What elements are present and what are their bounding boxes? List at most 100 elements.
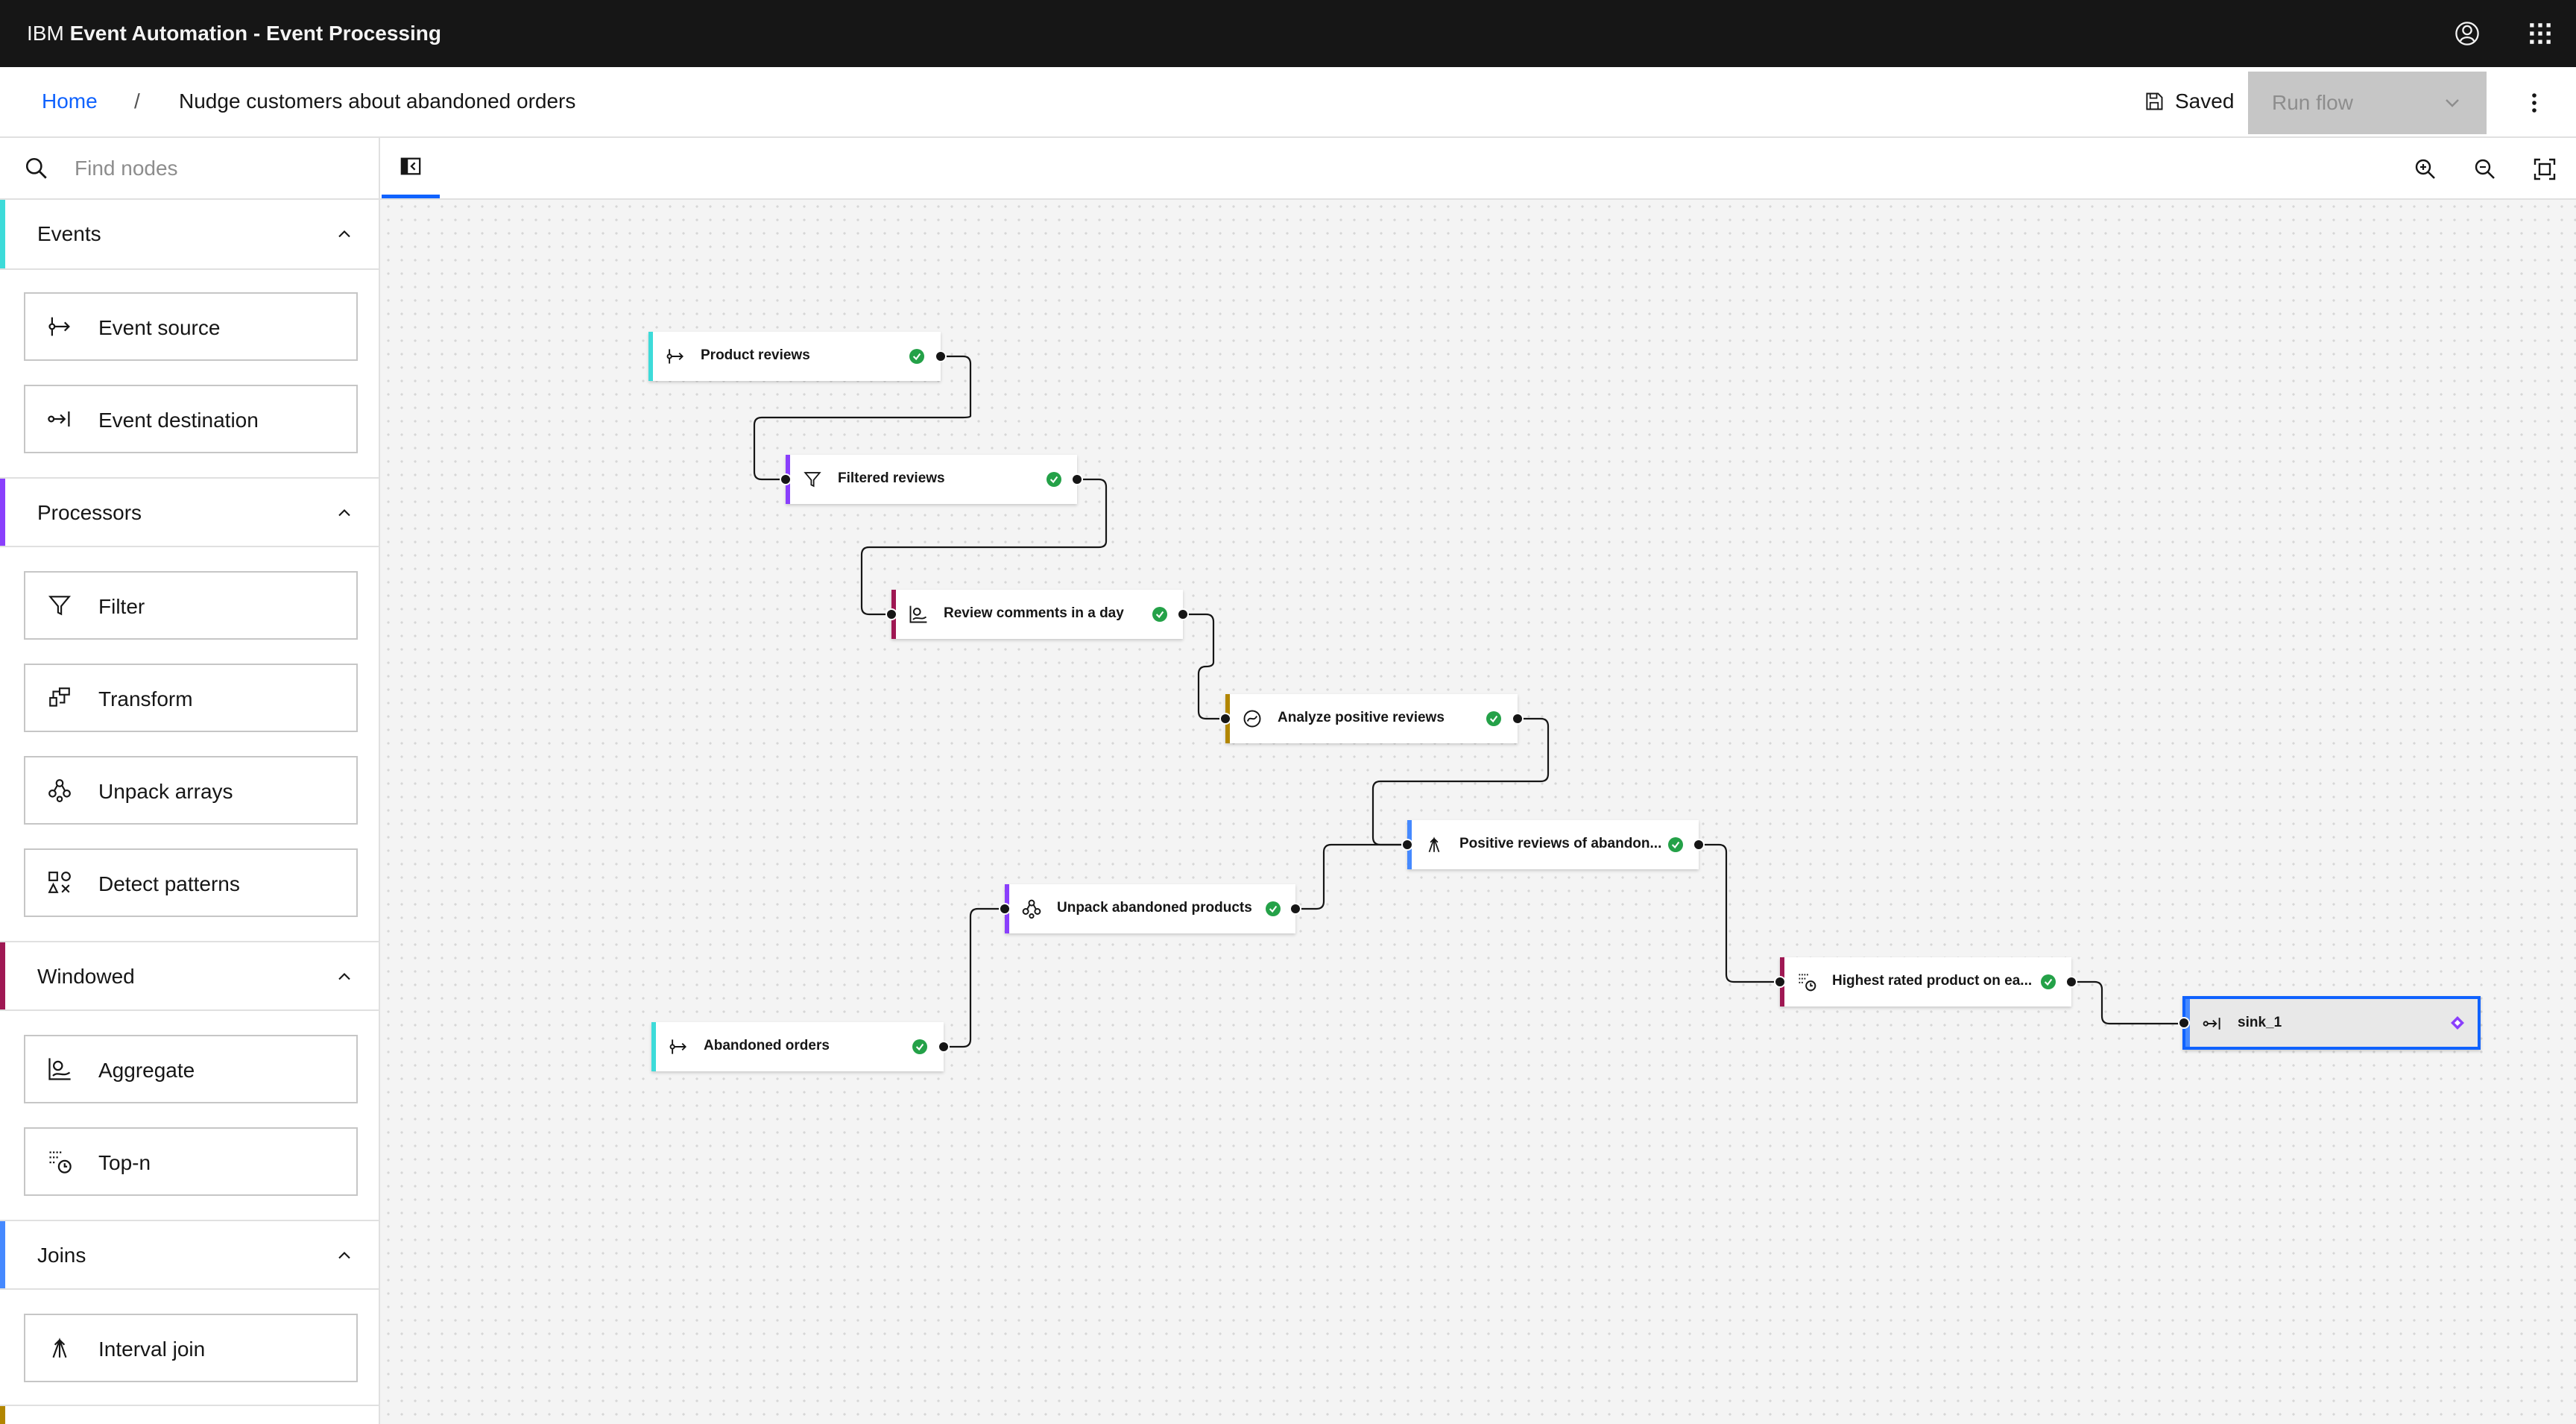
fit-to-screen-icon[interactable] [2527, 151, 2563, 187]
breadcrumb-separator: / [134, 89, 140, 113]
output-port[interactable] [1289, 903, 1301, 915]
edge-filtered-reviews-to-review-comments [860, 478, 1108, 616]
palette-item-filter[interactable]: Filter [24, 571, 358, 640]
node-label: Highest rated product on ea... [1832, 973, 2033, 989]
palette-item-label: Event destination [98, 409, 259, 432]
edge-unpack-to-positive-reviews [1295, 843, 1407, 910]
user-avatar-icon[interactable] [2449, 16, 2485, 51]
aggregate-icon [906, 602, 930, 626]
save-icon [2146, 92, 2163, 110]
brand-prefix: IBM [27, 22, 64, 45]
output-port[interactable] [1177, 608, 1189, 620]
canvas-toolbar [0, 138, 2576, 200]
section-color-bar [0, 942, 5, 1009]
section-events[interactable]: Events [0, 200, 379, 270]
flow-node-highest-rated-product[interactable]: Highest rated product on ea... [1774, 957, 2077, 1006]
detect-patterns-icon [45, 868, 75, 898]
palette-item-label: Filter [98, 595, 145, 618]
palette-item-aggregate[interactable]: Aggregate [24, 1035, 358, 1103]
valid-check-icon [909, 349, 924, 364]
node-color-bar [651, 1022, 656, 1071]
input-port[interactable] [1401, 839, 1413, 851]
custom-processor-icon [1240, 707, 1264, 731]
find-nodes-input[interactable] [75, 151, 358, 186]
flow-node-sink-1[interactable]: sink_1 [2178, 996, 2481, 1050]
chevron-down-icon [2446, 99, 2459, 107]
chevron-up-icon [338, 230, 350, 238]
zoom-out-icon[interactable] [2467, 151, 2503, 187]
palette-item-top-n[interactable]: Top-n [24, 1127, 358, 1196]
flow-node-abandoned-orders[interactable]: Abandoned orders [651, 1022, 950, 1071]
palette-item-event-source[interactable]: Event source [24, 292, 358, 361]
section-label: Events [37, 222, 101, 245]
node-palette: Events Event source Event destination Pr… [0, 200, 380, 1424]
flow-node-analyze-positive-reviews[interactable]: Analyze positive reviews [1219, 694, 1524, 743]
flow-node-positive-reviews-of-abandoned[interactable]: Positive reviews of abandon... [1401, 820, 1705, 869]
palette-item-transform[interactable]: Transform [24, 664, 358, 732]
node-label: Filtered reviews [838, 470, 945, 486]
output-port[interactable] [1512, 713, 1524, 725]
event-source-icon [666, 1035, 690, 1059]
output-port[interactable] [1071, 473, 1083, 485]
top-n-icon [45, 1147, 75, 1176]
flow-canvas[interactable]: Product reviews Filtered reviews Review … [382, 200, 2576, 1424]
input-port[interactable] [2178, 1017, 2190, 1029]
interval-join-icon [1422, 833, 1446, 857]
transform-icon [45, 683, 75, 713]
section-label: Joins [37, 1244, 86, 1267]
section-color-bar [0, 200, 5, 268]
input-port[interactable] [1219, 713, 1231, 725]
palette-item-interval-join[interactable]: Interval join [24, 1314, 358, 1382]
edge-highest-rated-to-sink [2071, 980, 2184, 1025]
incomplete-diamond-icon [2450, 1015, 2465, 1030]
flow-node-review-comments-in-a-day[interactable]: Review comments in a day [886, 590, 1189, 639]
overflow-menu-icon[interactable] [2519, 85, 2549, 121]
section-windowed[interactable]: Windowed [0, 941, 379, 1011]
output-port[interactable] [2065, 976, 2077, 988]
edge-analyze-to-positive-reviews [1371, 717, 1550, 846]
breadcrumb-bar: Home / Nudge customers about abandoned o… [0, 67, 2576, 138]
valid-check-icon [912, 1039, 927, 1054]
run-flow-label: Run flow [2272, 91, 2353, 114]
input-port[interactable] [1774, 976, 1786, 988]
event-source-icon [663, 344, 687, 368]
flow-node-product-reviews[interactable]: Product reviews [648, 332, 947, 381]
edge-review-comments-to-analyze [1183, 613, 1227, 720]
node-label: Positive reviews of abandon... [1459, 836, 1661, 851]
interval-join-icon [45, 1333, 75, 1363]
palette-item-detect-patterns[interactable]: Detect patterns [24, 848, 358, 917]
flow-node-unpack-abandoned-products[interactable]: Unpack abandoned products [999, 884, 1301, 933]
valid-check-icon [1046, 472, 1061, 487]
side-panel-toggle-icon[interactable] [382, 138, 440, 198]
search-icon [25, 157, 47, 179]
run-flow-button[interactable]: Run flow [2248, 72, 2487, 134]
breadcrumb-home-link[interactable]: Home [42, 89, 98, 113]
flow-node-filtered-reviews[interactable]: Filtered reviews [780, 455, 1083, 504]
output-port[interactable] [938, 1041, 950, 1053]
top-n-icon [1795, 970, 1819, 994]
palette-item-event-destination[interactable]: Event destination [24, 385, 358, 453]
node-label: sink_1 [2238, 1015, 2282, 1030]
unpack-arrays-icon [1020, 897, 1044, 921]
output-port[interactable] [1693, 839, 1705, 851]
section-label: Windowed [37, 965, 135, 988]
palette-item-label: Top-n [98, 1151, 151, 1174]
input-port[interactable] [780, 473, 792, 485]
palette-item-label: Aggregate [98, 1059, 195, 1082]
palette-item-unpack-arrays[interactable]: Unpack arrays [24, 756, 358, 825]
edge-positive-reviews-to-highest-rated [1699, 843, 1780, 983]
section-next [0, 1405, 379, 1424]
section-processors[interactable]: Processors [0, 477, 379, 547]
event-destination-icon [45, 404, 75, 434]
palette-item-label: Unpack arrays [98, 780, 233, 803]
edge-product-reviews-to-filtered-reviews [753, 355, 972, 481]
input-port[interactable] [886, 608, 897, 620]
section-label: Processors [37, 501, 142, 524]
input-port[interactable] [999, 903, 1011, 915]
top-header: IBM Event Automation - Event Processing [0, 0, 2576, 67]
zoom-in-icon[interactable] [2408, 151, 2443, 187]
section-color-bar [0, 1221, 5, 1288]
app-switcher-icon[interactable] [2522, 16, 2558, 51]
output-port[interactable] [935, 350, 947, 362]
section-joins[interactable]: Joins [0, 1220, 379, 1290]
